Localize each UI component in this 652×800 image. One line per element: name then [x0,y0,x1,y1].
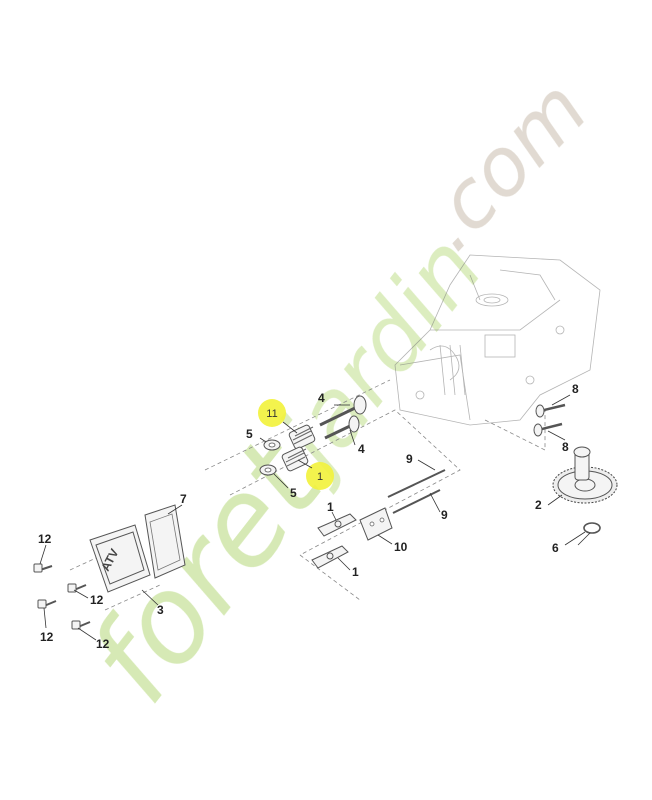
callout-12-b: 12 [90,593,104,607]
callout-8-lower: 8 [562,440,569,454]
highlight-1[interactable]: 1 [306,462,334,490]
rocker-arm-lower [311,545,349,569]
bolt-8-upper [535,403,566,418]
callout-7: 7 [180,492,187,506]
valve-cover: ATV [89,524,151,593]
camshaft-gear [552,446,618,504]
gasket [144,504,186,579]
washer-upper [263,439,281,451]
bolt-12-a [33,563,53,573]
washer-lower [259,464,277,476]
bolt-12-c [37,599,57,609]
engine-block [394,254,601,426]
callout-labels: 4 4 5 5 8 8 9 9 2 6 1 1 10 7 3 12 12 12 … [38,382,579,651]
callout-1-upper: 1 [327,500,334,514]
callout-4-lower: 4 [358,442,365,456]
callout-6: 6 [552,541,559,555]
valve-upper [319,395,367,427]
callout-12-c: 12 [40,630,54,644]
leader-lines [39,394,591,641]
valve-spring-lower [281,446,309,472]
callout-12-a: 12 [38,532,52,546]
bolt-12-b [67,583,87,593]
callout-1-lower: 1 [352,565,359,579]
valve-lower [324,415,360,440]
valve-spring-upper [288,424,316,450]
callout-3: 3 [157,603,164,617]
rocker-arm-upper [317,513,357,537]
watermark: foret jardin .com [63,62,605,727]
callout-9-lower: 9 [441,508,448,522]
bolt-8-lower [533,422,563,437]
push-rods [387,469,446,514]
highlight-11-label: 11 [266,408,277,420]
highlight-1-label: 1 [317,471,323,483]
guide-plate [359,507,393,541]
callout-12-d: 12 [96,637,110,651]
callout-5-lower: 5 [290,486,297,500]
callout-2: 2 [535,498,542,512]
bolt-12-d [71,620,91,630]
callout-5-upper: 5 [246,427,253,441]
highlight-11[interactable]: 11 [258,399,286,427]
callout-10: 10 [394,540,408,554]
callout-4-upper: 4 [318,391,325,405]
o-ring [583,522,601,534]
callout-9-upper: 9 [406,452,413,466]
callout-8-upper: 8 [572,382,579,396]
